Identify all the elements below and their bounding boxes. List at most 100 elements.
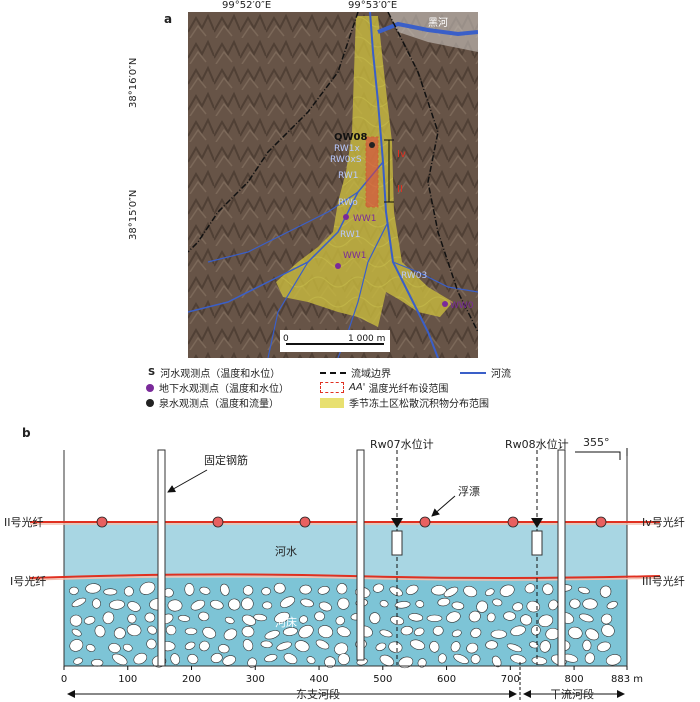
legend-boundary: 流域边界 [320,365,391,380]
pebble [485,640,498,650]
legend-river-station: S 河水观测点（温度和水位） [148,365,280,380]
rw08-gauge [531,530,543,556]
pebble [470,627,482,638]
pebble [126,624,142,637]
pebble [379,654,395,666]
section-ii-label: II [397,184,403,195]
pebble [389,586,403,597]
pebble [485,588,495,596]
rebar-2 [356,449,365,661]
station-rw1: RW1x [334,144,361,154]
pebble [417,658,427,668]
axis-label-700: 700 [501,674,520,685]
section-iv-label: Iv [397,149,406,160]
legend-label-river: 河流 [491,369,511,380]
station-rw2: RW0xS [330,155,362,165]
panel-b-letter: b [22,426,31,440]
legend-label-groundwater: 地下水观测点（温度和水位） [159,384,289,395]
pebble [539,640,551,653]
pebble [400,625,414,636]
pebble [223,628,238,641]
pebble [324,656,336,668]
pebble [578,586,590,594]
station-rw5: RW1 [340,230,361,240]
pebble [506,643,523,652]
pebble [379,629,393,638]
pebble [605,654,622,666]
pebble [510,625,526,636]
axis-label-0: 0 [61,674,67,685]
pebble [210,653,223,663]
pebble [123,643,133,652]
fiber-range-icon [320,382,344,393]
pebble [218,644,230,654]
pebble [372,583,384,593]
pebble [569,598,581,609]
pebble [224,616,235,624]
station-rw3: RW1 [338,171,359,181]
legend-river: 河流 [460,365,511,380]
pebble [336,626,351,637]
rw08-label: Rw08水位计 [505,438,569,451]
pebble [170,653,181,665]
pebble [529,641,539,649]
axis-label-200: 200 [182,674,201,685]
pebble [127,601,141,612]
satellite-map: Iv II QW08 RW1x RW0xS RW1 RWo WW1 RW1 WW… [188,12,478,358]
pebble [108,643,121,653]
pebble [127,614,137,624]
pebble [606,601,618,610]
panel-a-letter: a [164,12,173,26]
pebble [294,640,310,652]
pebble [437,597,451,607]
pebble [415,600,425,608]
pebble [299,584,312,595]
pebble [538,614,554,628]
fiber-range [365,136,379,208]
pebble [262,601,273,610]
spring-marker-icon [146,398,154,407]
pebble [71,597,87,608]
pebble [92,598,101,609]
pebble [394,601,411,609]
pebble [73,657,83,665]
pebble [69,586,79,595]
pebble [112,653,128,666]
legend-label-sediment: 季节冻土区松散沉积物分布范围 [349,399,489,410]
pebble [512,602,524,612]
pebble [451,629,462,638]
pebble [71,628,82,637]
fiber-iii-label: III号光纤 [642,575,685,588]
pebble [199,586,211,595]
fiber-ii-label: II号光纤 [4,516,44,529]
pebble [69,614,83,627]
pebble [199,640,210,652]
rebar-3 [557,449,566,667]
groundwater-marker-icon [146,383,154,392]
lat-label-1: 38°16′0″N [128,57,139,108]
pebble [451,601,465,610]
pebble [241,597,254,611]
pebble [298,624,314,639]
pebble [276,641,292,651]
pebble [499,584,515,597]
pebble [470,654,481,664]
pebble [579,613,594,623]
pebble [337,597,350,610]
pebble [283,653,298,664]
pebble [410,639,425,650]
river-line-icon [460,371,486,374]
pebble [264,630,280,640]
pebble [260,640,273,648]
pebble [431,585,447,596]
pebble [446,611,461,623]
pebble [113,627,126,640]
pebble [300,598,314,608]
pebble [492,598,503,607]
rebar-1 [157,449,166,667]
scale-bar-bg [280,330,390,352]
rw07-gauge [391,530,403,556]
fiber-iv-label: Iv号光纤 [642,516,685,529]
sediment-swatch-icon [320,397,344,408]
lon-label-2: 99°53′0″E [348,0,398,11]
